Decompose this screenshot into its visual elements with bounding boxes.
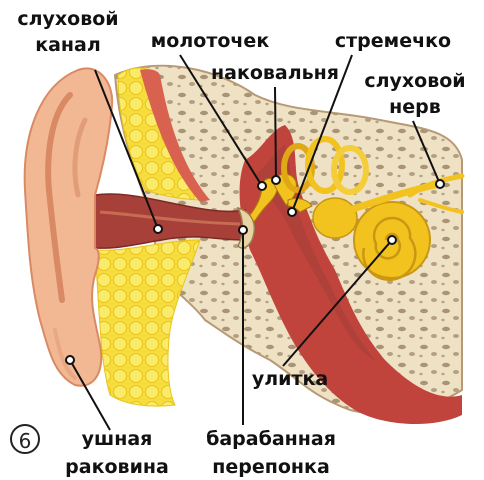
label-cochlea: улитка xyxy=(242,368,338,390)
label-ear-canal-line2: канал xyxy=(8,34,128,56)
label-eardrum-line1: барабанная xyxy=(196,428,346,450)
label-outer-ear-line2: раковина xyxy=(62,456,172,478)
label-eardrum: барабанная перепонка xyxy=(196,428,346,478)
label-ear-canal: слуховой канал xyxy=(8,8,128,56)
figure-number-badge: 6 xyxy=(10,424,40,454)
label-outer-ear-line1: ушная xyxy=(62,428,172,450)
label-anvil: наковальня xyxy=(200,62,350,84)
label-stirrup: стремечко xyxy=(318,30,468,52)
label-auditory-nerve-line2: нерв xyxy=(355,96,475,118)
label-ear-canal-line1: слуховой xyxy=(8,8,128,30)
label-eardrum-line2: перепонка xyxy=(196,456,346,478)
label-auditory-nerve: слуховой нерв xyxy=(355,70,475,118)
label-auditory-nerve-line1: слуховой xyxy=(355,70,475,92)
label-outer-ear: ушная раковина xyxy=(62,428,172,478)
fat-tissue-lower xyxy=(95,240,200,406)
label-hammer: молоточек xyxy=(140,30,280,52)
